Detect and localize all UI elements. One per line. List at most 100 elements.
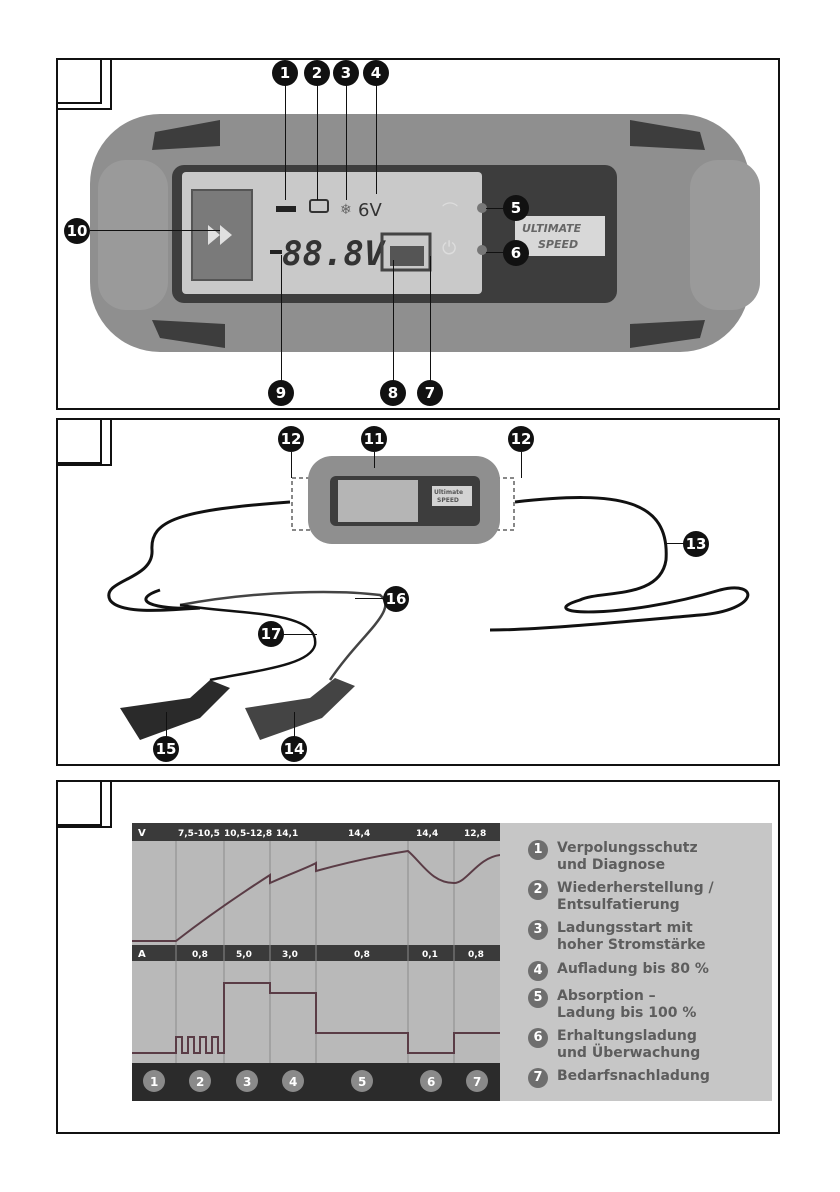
figure-1-tab [56,58,102,104]
power-led [477,245,487,255]
small-logo-line1: Ultimate [434,489,463,496]
callout-16-leader [355,598,385,599]
phase-circle-1 [143,1070,165,1092]
voltage-value-1: 7,5-10,5 [178,829,220,839]
callout-7: 7 [417,380,443,406]
callout-15: 15 [153,736,179,762]
charger-left-cap [98,160,168,310]
callout-5: 5 [503,195,529,221]
callout-5-leader [486,208,504,209]
legend-text: Ladungsstart mit hoher Stromstärke [557,920,706,953]
phase-number-6: 6 [427,1075,435,1089]
callout-3-leader [346,82,347,200]
callout-14-leader [294,712,295,738]
callout-4: 4 [363,60,389,86]
charger-small-lcd [338,480,418,522]
phase-circle-6 [420,1070,442,1092]
legend-text: Aufladung bis 80 % [557,961,709,977]
callout-11-leader [374,452,375,468]
legend-item-4: 4 Aufladung bis 80 % [528,961,709,981]
callout-2: 2 [304,60,330,86]
current-value-3: 3,0 [282,950,298,960]
figure-1-tab-line [56,108,112,110]
phase-number-7: 7 [473,1075,481,1089]
callout-7-leader [430,256,431,382]
legend-number: 1 [528,840,548,860]
brand-logo-line2: SPEED [538,238,578,251]
phase-circle-4 [282,1070,304,1092]
callout-9: 9 [268,380,294,406]
legend-text: Wiederherstellung / Entsulfatierung [557,880,714,913]
voltage-unit: V [138,828,146,839]
figure-3-tab-line [56,826,112,828]
callout-12-right: 12 [508,426,534,452]
legend-panel [500,823,772,1101]
callout-17: 17 [258,621,284,647]
callout-12-right-leader [521,452,522,478]
voltage-header-bar [132,823,500,841]
figure-2-tab [56,418,102,464]
phase-number-bar [132,1063,500,1101]
callout-6: 6 [503,240,529,266]
black-lead [179,603,317,682]
charger-grip-tl [152,120,220,150]
phase-circle-7 [466,1070,488,1092]
mains-cable [489,496,750,632]
voltage-value-6: 12,8 [464,829,486,839]
reverse-polarity-icon: ⌒ [442,201,458,220]
current-value-6: 0,8 [468,950,484,960]
callout-8: 8 [380,380,406,406]
legend-number: 2 [528,880,548,900]
current-unit: A [138,949,146,960]
callout-4-leader [376,82,377,194]
charger-grip-br [630,320,705,348]
callout-13-leader [665,543,685,544]
red-clamp [245,678,355,740]
legend-item-1: 1 Verpolungsschutz und Diagnose [528,840,698,874]
brand-logo-line1: ULTIMATE [522,222,582,235]
brand-logo-plate [515,216,605,256]
legend-number: 4 [528,961,548,981]
battery-voltage-label: 6V [358,200,382,221]
charger-grip-tr [630,120,705,150]
callout-1-leader [285,82,286,200]
charger-grip-bl [152,320,225,348]
voltage-value-2: 10,5-12,8 [224,829,272,839]
phase-number-circles [143,1070,488,1092]
phase-number-3: 3 [243,1075,251,1089]
charging-curve-chart: V 7,5-10,5 10,5-12,8 14,1 14,4 14,4 12,8… [132,823,500,1101]
charger-illustration: ❄ 6V 88.8V ⌒ ⏻ ULTIMATE SPEED [90,114,760,352]
charger-with-cables-illustration: Ultimate SPEED [107,456,750,740]
phase-circle-2 [189,1070,211,1092]
callout-3: 3 [333,60,359,86]
phase-number-4: 4 [289,1075,297,1089]
phase-number-5: 5 [358,1075,366,1089]
voltage-value-3: 14,1 [276,829,298,839]
phase-number-1: 1 [150,1075,158,1089]
charger-right-cap [690,160,760,310]
callout-16: 16 [383,586,409,612]
callout-9-leader [281,255,282,382]
legend-item-6: 6 Erhaltungsladung und Überwachung [528,1028,700,1062]
battery-gauge-bars [390,246,424,266]
legend-item-3: 3 Ladungsstart mit hoher Stromstärke [528,920,706,954]
figure-1-tab-line-2 [110,58,112,110]
voltage-curve [132,849,500,942]
callout-17-leader [283,634,317,635]
callout-10-leader [90,230,220,231]
legend-text: Bedarfsnachladung [557,1068,710,1084]
figure-2-tab-line [56,464,112,466]
callout-1: 1 [272,60,298,86]
phase-circle-3 [236,1070,258,1092]
current-value-4: 0,8 [354,950,370,960]
small-logo-line2: SPEED [437,497,459,504]
current-value-1: 0,8 [192,950,208,960]
callout-6-leader [486,252,504,253]
current-curve [132,982,500,1054]
legend-number: 5 [528,988,548,1008]
legend-number: 3 [528,920,548,940]
callout-12-left-leader [291,452,292,478]
battery-gauge-icon [380,232,432,272]
legend-number: 6 [528,1028,548,1048]
charger-small-logo [432,486,472,506]
